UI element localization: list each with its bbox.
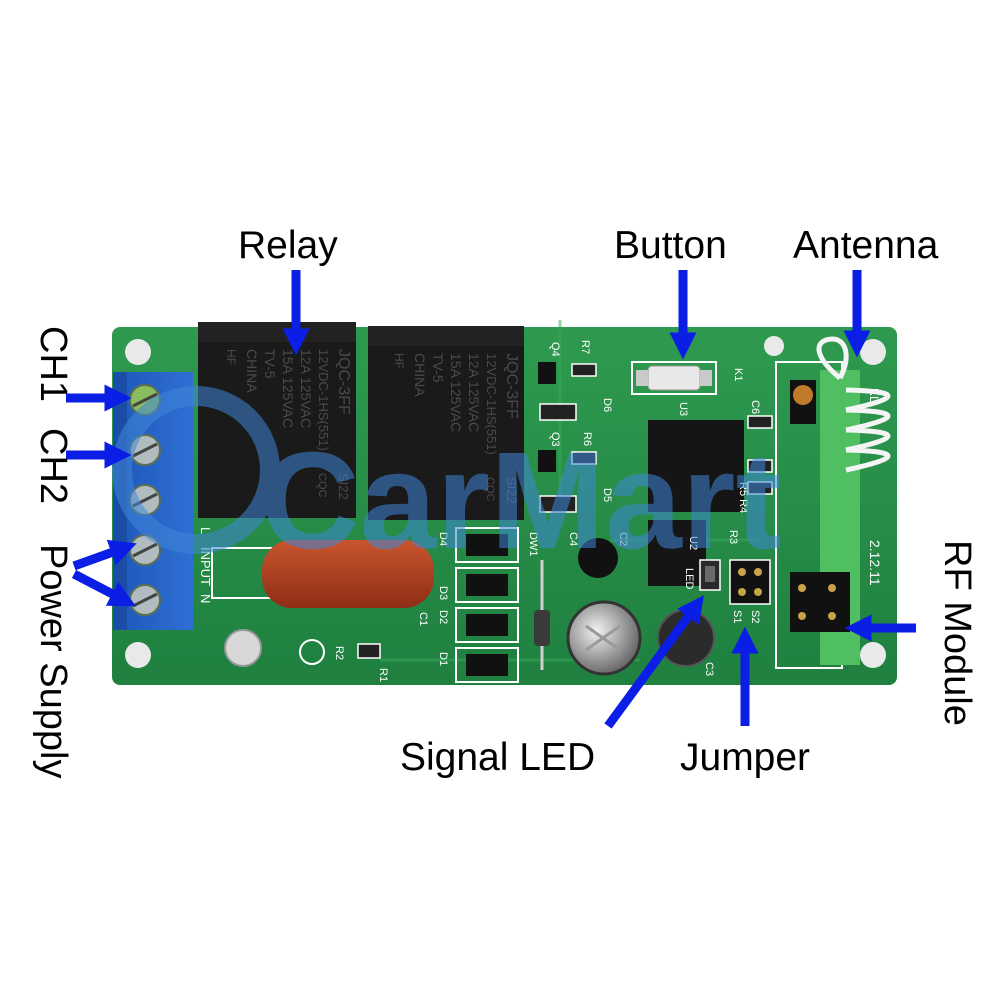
relay-origin: CHINA (244, 349, 260, 393)
relay-brand: HF (224, 349, 238, 365)
silk-d1: D1 (437, 652, 449, 666)
relay-model: JQC-3FF (335, 349, 352, 415)
relay-origin: CHINA (412, 353, 428, 397)
relay-cert: CQC (316, 473, 328, 498)
arrow-signal-led (604, 595, 704, 729)
watermark-logo: CarMart (112, 386, 781, 578)
arrow-power-2 (71, 570, 136, 607)
decoder-ic: U3 U2 C4 C2 (567, 402, 744, 586)
silk-n: N (198, 594, 213, 603)
silk-c2: C2 (617, 532, 629, 546)
silk-date: 2.12.11 (867, 540, 883, 586)
silk-dw1: DW1 (527, 532, 539, 556)
silk-k1: K1 (732, 368, 744, 381)
mount-hole (860, 339, 886, 365)
silk-r1: R1 (377, 668, 389, 682)
relay-part: 12VDC-1HS(551) (316, 349, 331, 451)
callout-arrows (66, 270, 916, 729)
silk-d5: D5 (601, 488, 613, 502)
mount-hole (860, 642, 886, 668)
silk-d2: D2 (437, 610, 449, 624)
silk-r3: R3 (727, 530, 739, 544)
silk-u3: U3 (677, 402, 689, 416)
diode-array: D4 D3 D2 D1 C1 (417, 527, 519, 683)
label-signal-led: Signal LED (400, 736, 596, 779)
relay-2: JQC-3FF 12VDC-1HS(551) 12A 125VAC 15A 12… (368, 326, 524, 520)
silk-u2: U2 (687, 536, 699, 550)
silk-s2: S2 (749, 610, 761, 623)
silk-s1: S1 (731, 610, 743, 623)
relay-brand: HF (392, 353, 406, 369)
electrolytic-capacitors: C3 (566, 600, 715, 676)
push-button: K1 (631, 361, 744, 395)
label-jumper: Jumper (680, 736, 811, 779)
relay-code: SI22 (336, 473, 351, 500)
label-ch1: CH1 (32, 326, 74, 403)
label-relay: Relay (238, 224, 338, 267)
silk-input: INPUT (198, 547, 213, 586)
silk-d3: D3 (437, 586, 449, 600)
relay-rating-3: TV-5 (262, 349, 278, 379)
silk-led: LED (683, 568, 695, 589)
silk-r5r4: R5 R4 (737, 482, 749, 513)
label-antenna: Antenna (793, 224, 939, 267)
silk-d6: D6 (601, 398, 613, 412)
mount-hole (764, 336, 784, 356)
mount-hole (125, 642, 151, 668)
arrow-power-1 (72, 539, 137, 571)
side-smd-components: C6 R5 R4 (737, 400, 773, 513)
label-rf-module: RF Module (936, 540, 978, 726)
resistor-components: R2 R1 (224, 629, 389, 682)
silk-l: L (198, 527, 213, 534)
relay-rating-2: 15A 125VAC (280, 349, 296, 428)
relay-rating-1: 12A 125VAC (466, 353, 482, 432)
rf-module: KL 2.12.11 (775, 361, 883, 669)
label-button: Button (614, 224, 727, 267)
relay-model: JQC-3FF (503, 353, 520, 419)
silk-r6: R6 (581, 432, 593, 446)
relay-code: SI22 (504, 477, 519, 504)
upper-smd-components: Q4 Q3 R7 R6 D6 D5 (538, 340, 613, 513)
silk-r7: R7 (579, 340, 591, 354)
silk-c1: C1 (417, 612, 429, 626)
watermark-text: CarMart (260, 424, 781, 578)
silk-r2: R2 (333, 646, 345, 660)
relay-rating-2: 15A 125VAC (448, 353, 464, 432)
relay-rating-1: 12A 125VAC (298, 349, 314, 428)
film-capacitor (211, 540, 434, 608)
relay-rating-3: TV-5 (430, 353, 446, 383)
zener-diode: DW1 (527, 532, 550, 670)
relay-cert: CQC (484, 477, 496, 502)
silk-c4: C4 (567, 532, 579, 546)
silk-c6: C6 (749, 400, 761, 414)
mount-hole (125, 339, 151, 365)
silk-c3: C3 (703, 662, 715, 676)
relay-part: 12VDC-1HS(551) (484, 353, 499, 455)
label-power-supply: Power Supply (32, 544, 74, 779)
antenna-coil (816, 336, 891, 473)
signal-led: LED R3 (683, 530, 739, 591)
label-ch2: CH2 (32, 428, 74, 505)
silk-q3: Q3 (549, 432, 561, 447)
silk-q4: Q4 (549, 342, 561, 357)
silk-d4: D4 (437, 532, 449, 546)
jumper-header: S1 S2 (729, 559, 771, 623)
